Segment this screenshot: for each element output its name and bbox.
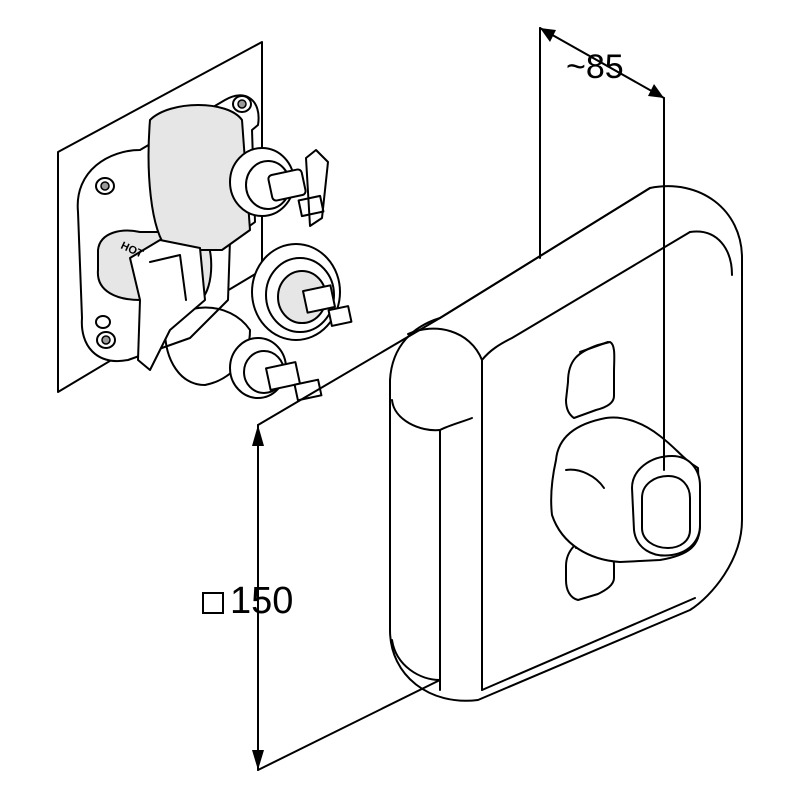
bottom-connector [229,337,323,402]
depth-dimension [539,27,665,471]
depth-arrowhead-left [540,28,556,42]
size-dimension-value: 150 [230,580,294,622]
depth-dimension-label: ~85 [566,48,624,86]
center-connector [251,243,353,341]
depth-arrowhead-right [648,84,664,98]
height-dimension [252,317,441,771]
upper-button[interactable] [565,341,616,419]
height-arrowhead-bottom [252,750,264,770]
size-dimension-label: 150 [202,582,293,620]
mounting-hole-top-left [95,177,115,195]
height-arrowhead-top [252,425,264,446]
square-symbol-icon [202,592,224,614]
handle-knob[interactable] [550,416,701,563]
mounting-hole-top-right [232,95,252,113]
top-connector [229,147,329,227]
mounting-hole-bottom-left [95,315,116,349]
